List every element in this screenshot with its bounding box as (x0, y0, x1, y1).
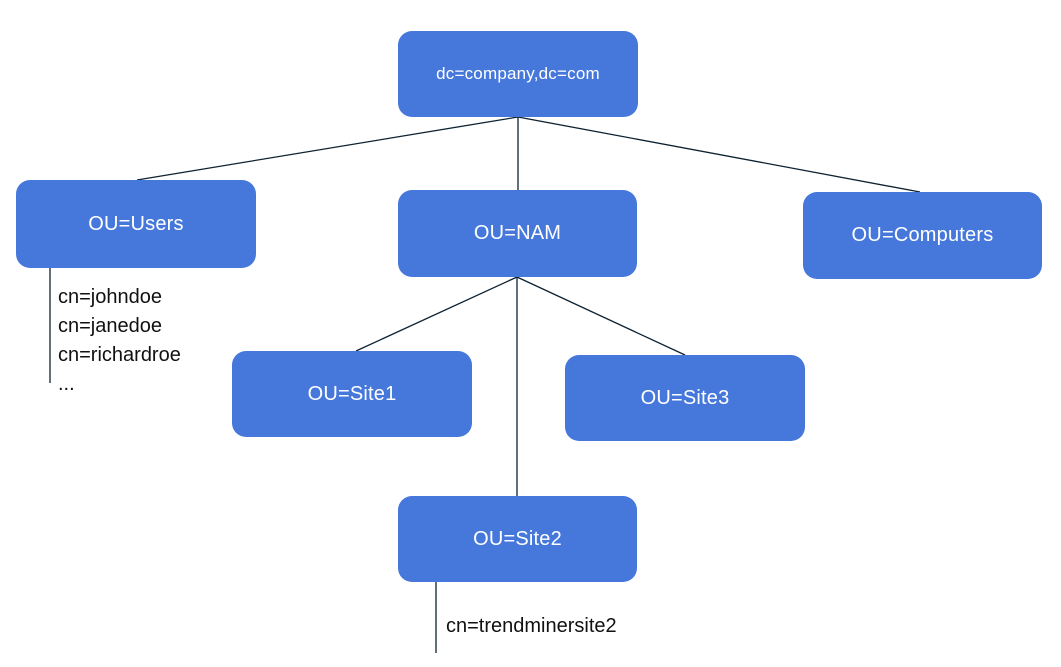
node-ou-nam: OU=NAM (398, 190, 637, 277)
edge-root-users (136, 116, 519, 181)
users-entry: cn=richardroe (58, 344, 181, 366)
users-entry: cn=johndoe (58, 286, 162, 308)
node-ou-site1-label: OU=Site1 (307, 382, 397, 405)
node-ou-users-label: OU=Users (88, 212, 184, 235)
users-entry-ellipsis: ... (58, 373, 75, 395)
node-ou-site3: OU=Site3 (565, 355, 805, 441)
edge-root-computers (517, 116, 921, 193)
site2-entry-list: cn=trendminersite2 (446, 613, 617, 639)
node-ou-users: OU=Users (16, 180, 256, 268)
node-ou-computers: OU=Computers (803, 192, 1042, 279)
node-ou-site2-label: OU=Site2 (473, 527, 562, 550)
node-root-domain: dc=company,dc=com (398, 31, 638, 117)
users-entry-list: cn=johndoe cn=janedoe cn=richardroe ... (58, 283, 181, 399)
node-ou-nam-label: OU=NAM (473, 222, 562, 244)
node-ou-site1: OU=Site1 (232, 351, 472, 437)
users-entry: cn=janedoe (58, 315, 162, 337)
node-ou-computers-label: OU=Computers (851, 224, 994, 246)
node-ou-site3-label: OU=Site3 (640, 386, 730, 409)
edge-nam-site1 (355, 276, 518, 352)
edge-nam-site3 (516, 276, 686, 356)
site2-entry: cn=trendminersite2 (446, 615, 617, 637)
node-ou-site2: OU=Site2 (398, 496, 637, 582)
node-root-domain-label: dc=company,dc=com (436, 64, 600, 83)
